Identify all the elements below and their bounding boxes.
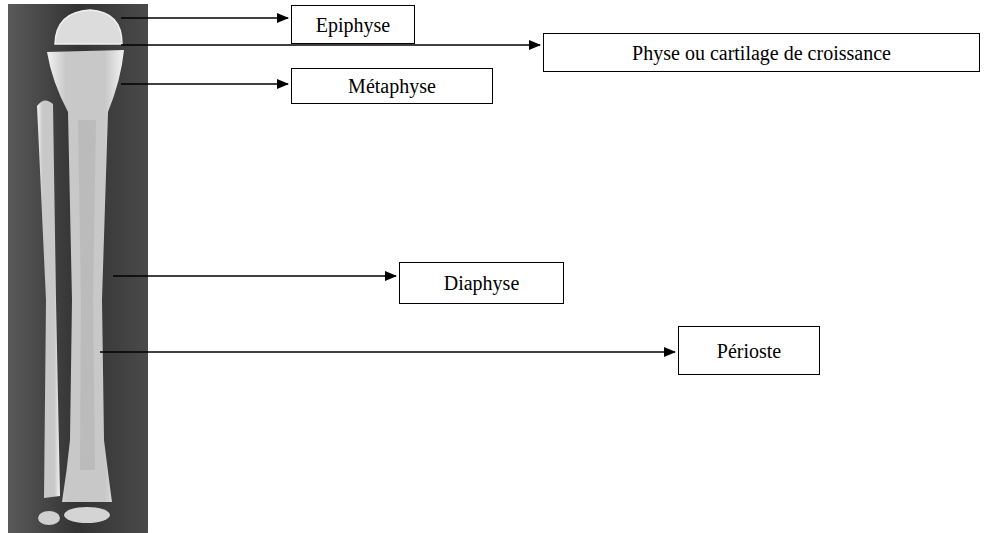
label-text: Physe ou cartilage de croissance [632,42,891,64]
leader-arrow [121,83,288,85]
tibia [47,50,124,502]
leader-arrow [100,351,675,353]
tibia-epiphysis [55,10,122,44]
leader-arrow [121,17,288,19]
label-box: Périoste [678,326,820,375]
label-box: Physe ou cartilage de croissance [543,33,980,72]
label-box: Métaphyse [291,68,493,104]
label-text: Diaphyse [444,272,520,294]
tibia-distal-epiphysis [64,507,110,523]
label-text: Périoste [717,340,781,362]
label-box: Epiphyse [291,5,415,44]
leader-arrow [113,275,396,277]
label-box: Diaphyse [399,262,564,304]
leader-arrow [121,44,540,46]
fibula-distal-epiphysis [38,511,60,525]
fibula [37,100,60,498]
label-text: Epiphyse [316,14,390,36]
medullary-canal [78,120,96,470]
label-text: Métaphyse [348,75,436,97]
